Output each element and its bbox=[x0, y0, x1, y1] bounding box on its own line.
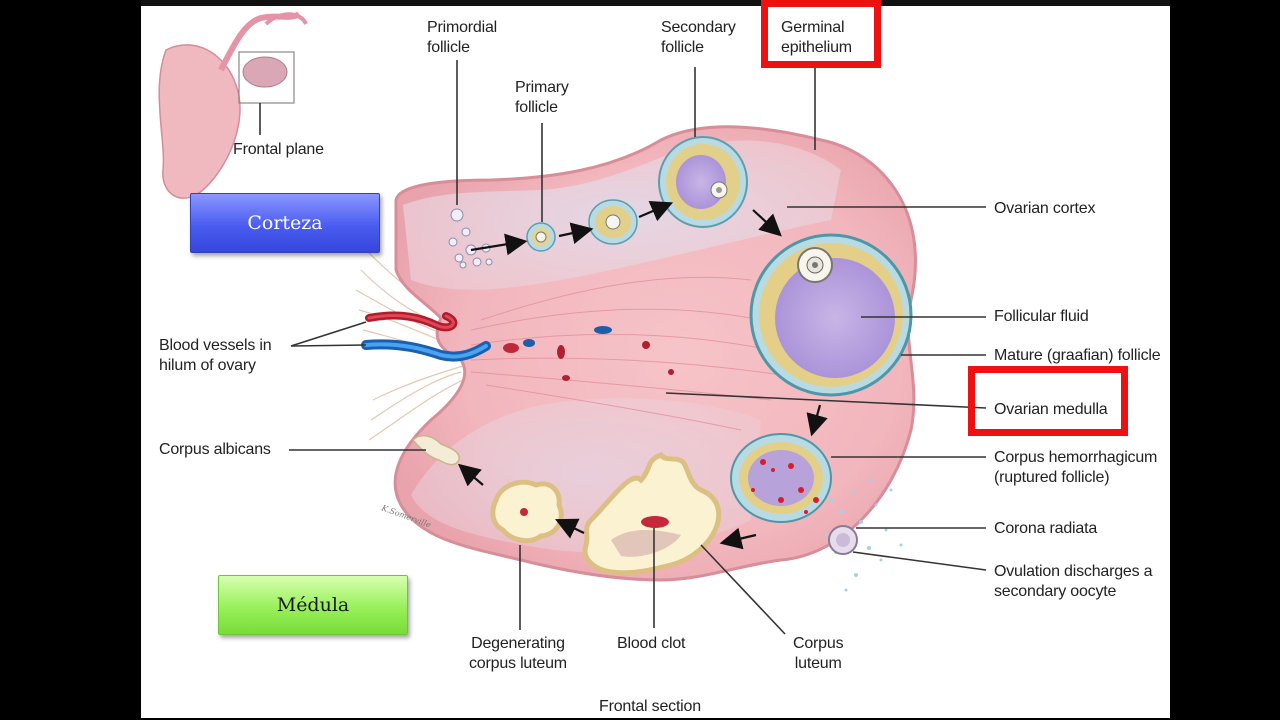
uterus-inset bbox=[158, 11, 308, 199]
label-corpus-hemorrhagicum: Corpus hemorrhagicum (ruptured follicle) bbox=[994, 449, 1158, 486]
label-corpus-luteum: Corpus luteum bbox=[793, 635, 844, 672]
label-frontal-plane: Frontal plane bbox=[233, 141, 324, 158]
label-blood-clot: Blood clot bbox=[617, 635, 686, 652]
label-primordial-follicle: Primordial follicle bbox=[427, 19, 498, 56]
corpus-hemorrhagicum bbox=[730, 433, 832, 523]
label-degenerating-corpus-luteum: Degenerating corpus luteum bbox=[469, 635, 567, 672]
primordial-follicles bbox=[448, 208, 493, 269]
secondary-oocyte bbox=[828, 525, 858, 555]
label-mature-follicle: Mature (graafian) follicle bbox=[994, 347, 1161, 364]
growing-follicle bbox=[588, 199, 638, 245]
label-frontal-section: Frontal section bbox=[599, 698, 701, 715]
corteza-button[interactable]: Corteza bbox=[190, 193, 380, 253]
leader-lines bbox=[289, 60, 987, 635]
highlight-box-ovarian-medulla bbox=[968, 366, 1128, 436]
label-secondary-follicle: Secondary follicle bbox=[661, 19, 736, 56]
development-arrows bbox=[457, 200, 828, 550]
label-follicular-fluid: Follicular fluid bbox=[994, 308, 1089, 325]
label-ovarian-medulla: Ovarian medulla bbox=[994, 401, 1108, 418]
highlight-box-germinal-epithelium bbox=[761, 0, 881, 68]
mature-follicle bbox=[749, 233, 913, 397]
ovary-illustration: K.Somerville bbox=[158, 11, 987, 635]
blood-clot-shape bbox=[641, 516, 669, 528]
label-blood-vessels: Blood vessels in hilum of ovary bbox=[159, 337, 272, 374]
figure-top-border bbox=[141, 0, 1170, 6]
label-corpus-albicans: Corpus albicans bbox=[159, 441, 271, 458]
degenerating-corpus-luteum bbox=[490, 479, 564, 544]
medula-button[interactable]: Médula bbox=[218, 575, 408, 635]
ovary-diagram-figure: K.Somerville Primordial follicle Primary… bbox=[141, 0, 1170, 718]
label-ovarian-cortex: Ovarian cortex bbox=[994, 200, 1096, 217]
label-germinal-epithelium: Germinal epithelium bbox=[781, 19, 852, 56]
label-ovulation: Ovulation discharges a secondary oocyte bbox=[994, 563, 1153, 600]
frontal-plane-box bbox=[238, 51, 295, 104]
label-primary-follicle: Primary follicle bbox=[515, 79, 569, 116]
blood-vessels bbox=[361, 311, 674, 381]
primary-follicle bbox=[526, 222, 556, 252]
corpus-albicans bbox=[411, 434, 460, 466]
label-corona-radiata: Corona radiata bbox=[994, 520, 1098, 537]
secondary-follicle bbox=[658, 136, 748, 228]
